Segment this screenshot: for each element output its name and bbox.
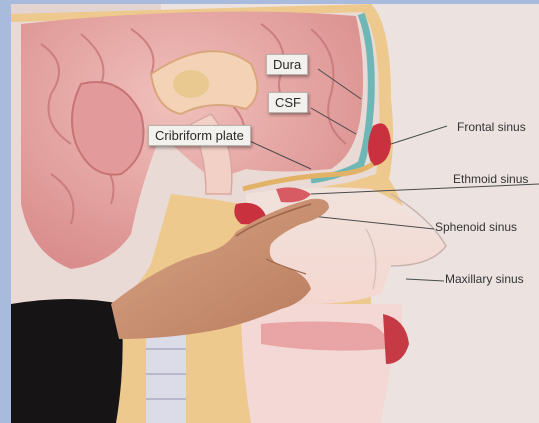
csf-label: CSF bbox=[268, 92, 308, 113]
tongue bbox=[261, 322, 387, 351]
cribriform-plate-label: Cribriform plate bbox=[148, 125, 251, 146]
frontal-sinus-label: Frontal sinus bbox=[457, 120, 526, 134]
sleeve bbox=[11, 299, 123, 423]
sphenoid-sinus-label: Sphenoid sinus bbox=[435, 220, 517, 234]
maxillary-sinus-label: Maxillary sinus bbox=[445, 272, 524, 286]
video-frame: Dura CSF Cribriform plate Frontal sinus … bbox=[11, 4, 539, 423]
dura-label: Dura bbox=[266, 54, 308, 75]
thalamus bbox=[173, 70, 209, 98]
ethmoid-sinus-label: Ethmoid sinus bbox=[453, 172, 528, 186]
